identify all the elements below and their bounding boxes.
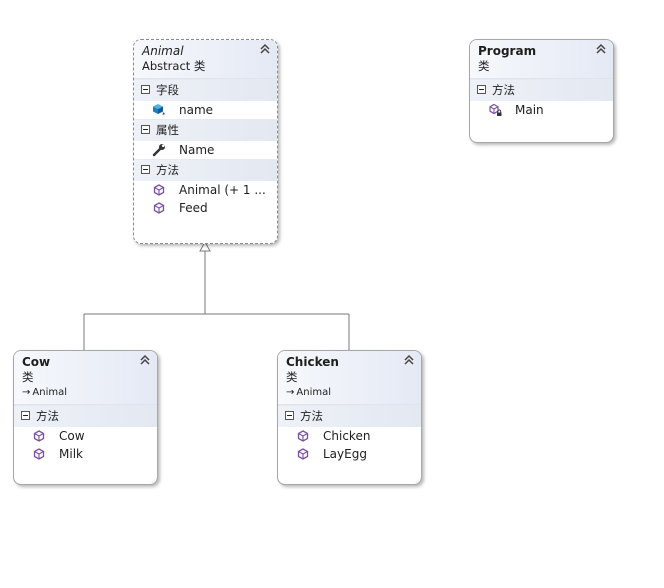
- section-methods-title: 方法: [156, 163, 179, 177]
- member-method-layegg[interactable]: LayEgg: [278, 445, 421, 463]
- class-program[interactable]: Program 类 方法 Main: [469, 39, 614, 143]
- method-cube-icon: [153, 202, 165, 214]
- method-cube-icon: [297, 430, 309, 442]
- minus-box-icon[interactable]: [141, 125, 150, 134]
- member-method-cow[interactable]: Cow: [14, 427, 157, 445]
- inheritance-arrowhead: [199, 240, 211, 252]
- section-methods-header[interactable]: 方法: [470, 79, 613, 101]
- member-method-chicken[interactable]: Chicken: [278, 427, 421, 445]
- member-label: Chicken: [323, 429, 371, 443]
- class-animal-header: Animal Abstract 类: [134, 40, 277, 79]
- minus-box-icon[interactable]: [477, 85, 486, 94]
- minus-box-icon[interactable]: [141, 85, 150, 94]
- double-chevron-up-icon[interactable]: [139, 354, 151, 366]
- method-cube-icon: [297, 448, 309, 460]
- section-properties-title: 属性: [156, 123, 179, 137]
- minus-box-icon[interactable]: [285, 411, 294, 420]
- section-properties-header[interactable]: 属性: [134, 119, 277, 141]
- class-program-name: Program: [478, 44, 537, 58]
- member-label: Name: [179, 143, 215, 157]
- class-chicken[interactable]: Chicken 类 →Animal 方法 Chicken LayEgg: [277, 350, 422, 485]
- class-chicken-kind: 类: [286, 370, 298, 384]
- minus-box-icon[interactable]: [141, 165, 150, 174]
- class-cow[interactable]: Cow 类 →Animal 方法 Cow Milk: [13, 350, 158, 485]
- class-cow-kind: 类: [22, 370, 34, 384]
- section-methods-title: 方法: [492, 83, 515, 97]
- svg-text:*: *: [162, 111, 166, 117]
- member-label: Cow: [59, 429, 85, 443]
- double-chevron-up-icon[interactable]: [595, 43, 607, 55]
- member-label: Milk: [59, 447, 83, 461]
- member-label: Animal (+ 1 ...: [179, 183, 266, 197]
- member-label: Feed: [179, 201, 208, 215]
- method-cube-icon: [153, 184, 165, 196]
- class-cow-name: Cow: [22, 355, 51, 369]
- method-cube-icon: [33, 448, 45, 460]
- class-chicken-header: Chicken 类 →Animal: [278, 351, 421, 405]
- class-chicken-name: Chicken: [286, 355, 339, 369]
- section-methods-header[interactable]: 方法: [14, 405, 157, 427]
- arrow-right-icon: →: [286, 387, 295, 398]
- method-cube-icon: [33, 430, 45, 442]
- private-method-icon: [489, 103, 502, 116]
- member-field-name[interactable]: * name: [134, 101, 277, 119]
- field-icon: *: [153, 104, 166, 117]
- member-method-animal[interactable]: Animal (+ 1 ...: [134, 181, 277, 199]
- section-fields-header[interactable]: 字段: [134, 79, 277, 101]
- section-methods-header[interactable]: 方法: [134, 159, 277, 181]
- member-label: Main: [515, 103, 544, 117]
- double-chevron-up-icon[interactable]: [259, 43, 271, 55]
- minus-box-icon[interactable]: [21, 411, 30, 420]
- section-methods-title: 方法: [300, 409, 323, 423]
- class-cow-base: →Animal: [22, 386, 149, 400]
- member-label: LayEgg: [323, 447, 367, 461]
- member-method-milk[interactable]: Milk: [14, 445, 157, 463]
- class-animal-kind: Abstract 类: [142, 59, 206, 73]
- class-program-header: Program 类: [470, 40, 613, 79]
- section-methods-title: 方法: [36, 409, 59, 423]
- base-class-label: Animal: [296, 387, 331, 398]
- member-method-main[interactable]: Main: [470, 101, 613, 119]
- member-label: name: [179, 103, 214, 117]
- base-class-label: Animal: [32, 387, 67, 398]
- arrow-right-icon: →: [22, 387, 31, 398]
- double-chevron-up-icon[interactable]: [403, 354, 415, 366]
- class-program-kind: 类: [478, 59, 490, 73]
- class-cow-header: Cow 类 →Animal: [14, 351, 157, 405]
- class-chicken-base: →Animal: [286, 386, 413, 400]
- wrench-icon: [152, 144, 165, 157]
- class-animal-name: Animal: [142, 44, 184, 58]
- member-method-feed[interactable]: Feed: [134, 199, 277, 217]
- section-fields-title: 字段: [156, 83, 179, 97]
- class-animal[interactable]: Animal Abstract 类 字段 * name 属性 Name 方法 A…: [133, 39, 278, 244]
- section-methods-header[interactable]: 方法: [278, 405, 421, 427]
- member-property-name[interactable]: Name: [134, 141, 277, 159]
